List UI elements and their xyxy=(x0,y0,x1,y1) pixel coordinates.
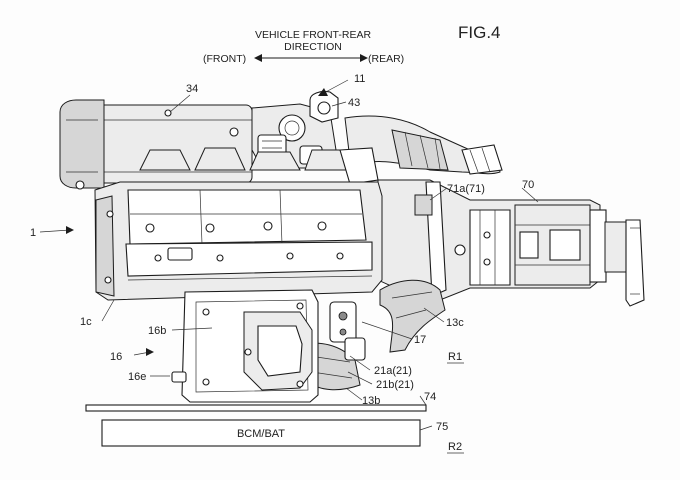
drain-plug-16e xyxy=(171,371,187,383)
direction-front-label: (FRONT) xyxy=(203,53,246,65)
label-16e: 16e xyxy=(128,371,146,383)
direction-rear-label: (REAR) xyxy=(368,53,404,65)
output-flange xyxy=(589,209,645,307)
bcm-bat-box-75 xyxy=(101,419,421,447)
label-21b: 21b(21) xyxy=(376,379,414,391)
label-43: 43 xyxy=(348,97,360,109)
catalyst-34 xyxy=(91,104,253,184)
floor-panel-74 xyxy=(85,404,427,412)
exhaust-pipe xyxy=(344,115,503,175)
label-16: 16 xyxy=(110,351,122,363)
catalyst-front-cap xyxy=(59,99,105,190)
label-17: 17 xyxy=(414,334,426,346)
label-13b: 13b xyxy=(362,395,380,407)
label-1: 1 xyxy=(30,227,36,239)
direction-title-line1: VEHICLE FRONT-REAR xyxy=(255,29,372,41)
label-71a: 71a(71) xyxy=(447,183,485,195)
label-74: 74 xyxy=(424,391,436,403)
label-16b: 16b xyxy=(148,325,166,337)
label-r1: R1 xyxy=(448,351,462,363)
label-21a: 21a(21) xyxy=(374,365,412,377)
front-rear-arrow xyxy=(254,54,368,62)
figure-title: FIG.4 xyxy=(458,23,501,42)
label-13c: 13c xyxy=(446,317,464,329)
label-1c: 1c xyxy=(80,316,92,328)
engine-block-1 xyxy=(94,181,383,301)
transmission-70 xyxy=(377,179,601,301)
label-11: 11 xyxy=(354,73,365,85)
oil-pan-16 xyxy=(181,289,319,403)
label-75: 75 xyxy=(436,421,448,433)
leader-lines xyxy=(39,79,539,431)
label-70: 70 xyxy=(522,179,534,191)
label-r2: R2 xyxy=(448,441,462,453)
label-34: 34 xyxy=(186,83,198,95)
intake-runners xyxy=(139,147,379,196)
pump-17 xyxy=(329,301,366,361)
hose-13c xyxy=(379,279,446,353)
bcm-bat-label: BCM/BAT xyxy=(237,428,285,440)
direction-title-line2: DIRECTION xyxy=(284,41,342,53)
